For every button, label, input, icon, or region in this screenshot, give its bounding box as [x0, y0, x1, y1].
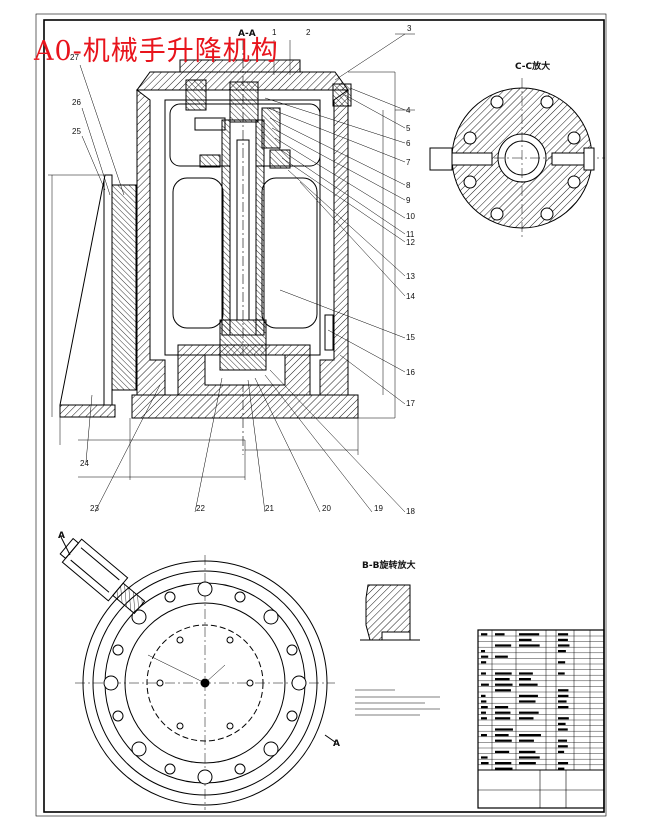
detail-c-view: [430, 78, 605, 238]
callout-number: 15: [406, 334, 415, 342]
detail-b-view: [360, 585, 420, 640]
section-arrow-label-bottom: A: [333, 740, 340, 749]
technical-notes: [355, 690, 440, 715]
section-label-detail-c: C-C放大: [515, 63, 550, 72]
main-section-view: [132, 40, 395, 455]
callout-number: 17: [406, 400, 415, 408]
callout-number: 6: [406, 140, 410, 148]
section-label-main: A-A: [238, 30, 256, 39]
callout-number: 24: [80, 460, 89, 468]
callout-number: 23: [90, 505, 99, 513]
section-label-detail-b: B-B旋转放大: [362, 562, 415, 571]
callout-number: 10: [406, 213, 415, 221]
callout-number: 25: [72, 128, 81, 136]
callout-number: 13: [406, 273, 415, 281]
callout-number: 20: [322, 505, 331, 513]
callout-number: 7: [406, 159, 410, 167]
callout-number: 26: [72, 99, 81, 107]
callout-number: 3: [407, 25, 411, 33]
callout-number: 4: [406, 107, 410, 115]
section-arrow-label-top: A: [58, 532, 65, 541]
callout-number: 22: [196, 505, 205, 513]
callout-number: 16: [406, 369, 415, 377]
bottom-plan-view: [57, 535, 335, 810]
callout-number: 9: [406, 197, 410, 205]
callout-number: 12: [406, 239, 415, 247]
callout-number: 2: [306, 29, 310, 37]
callout-number: 19: [374, 505, 383, 513]
callout-number: 14: [406, 293, 415, 301]
callout-number: 1: [272, 29, 276, 37]
callout-number: 5: [406, 125, 410, 133]
callout-number: 8: [406, 182, 410, 190]
callout-number: 27: [70, 54, 79, 62]
callout-number: 21: [265, 505, 274, 513]
callout-number: 18: [406, 508, 415, 516]
